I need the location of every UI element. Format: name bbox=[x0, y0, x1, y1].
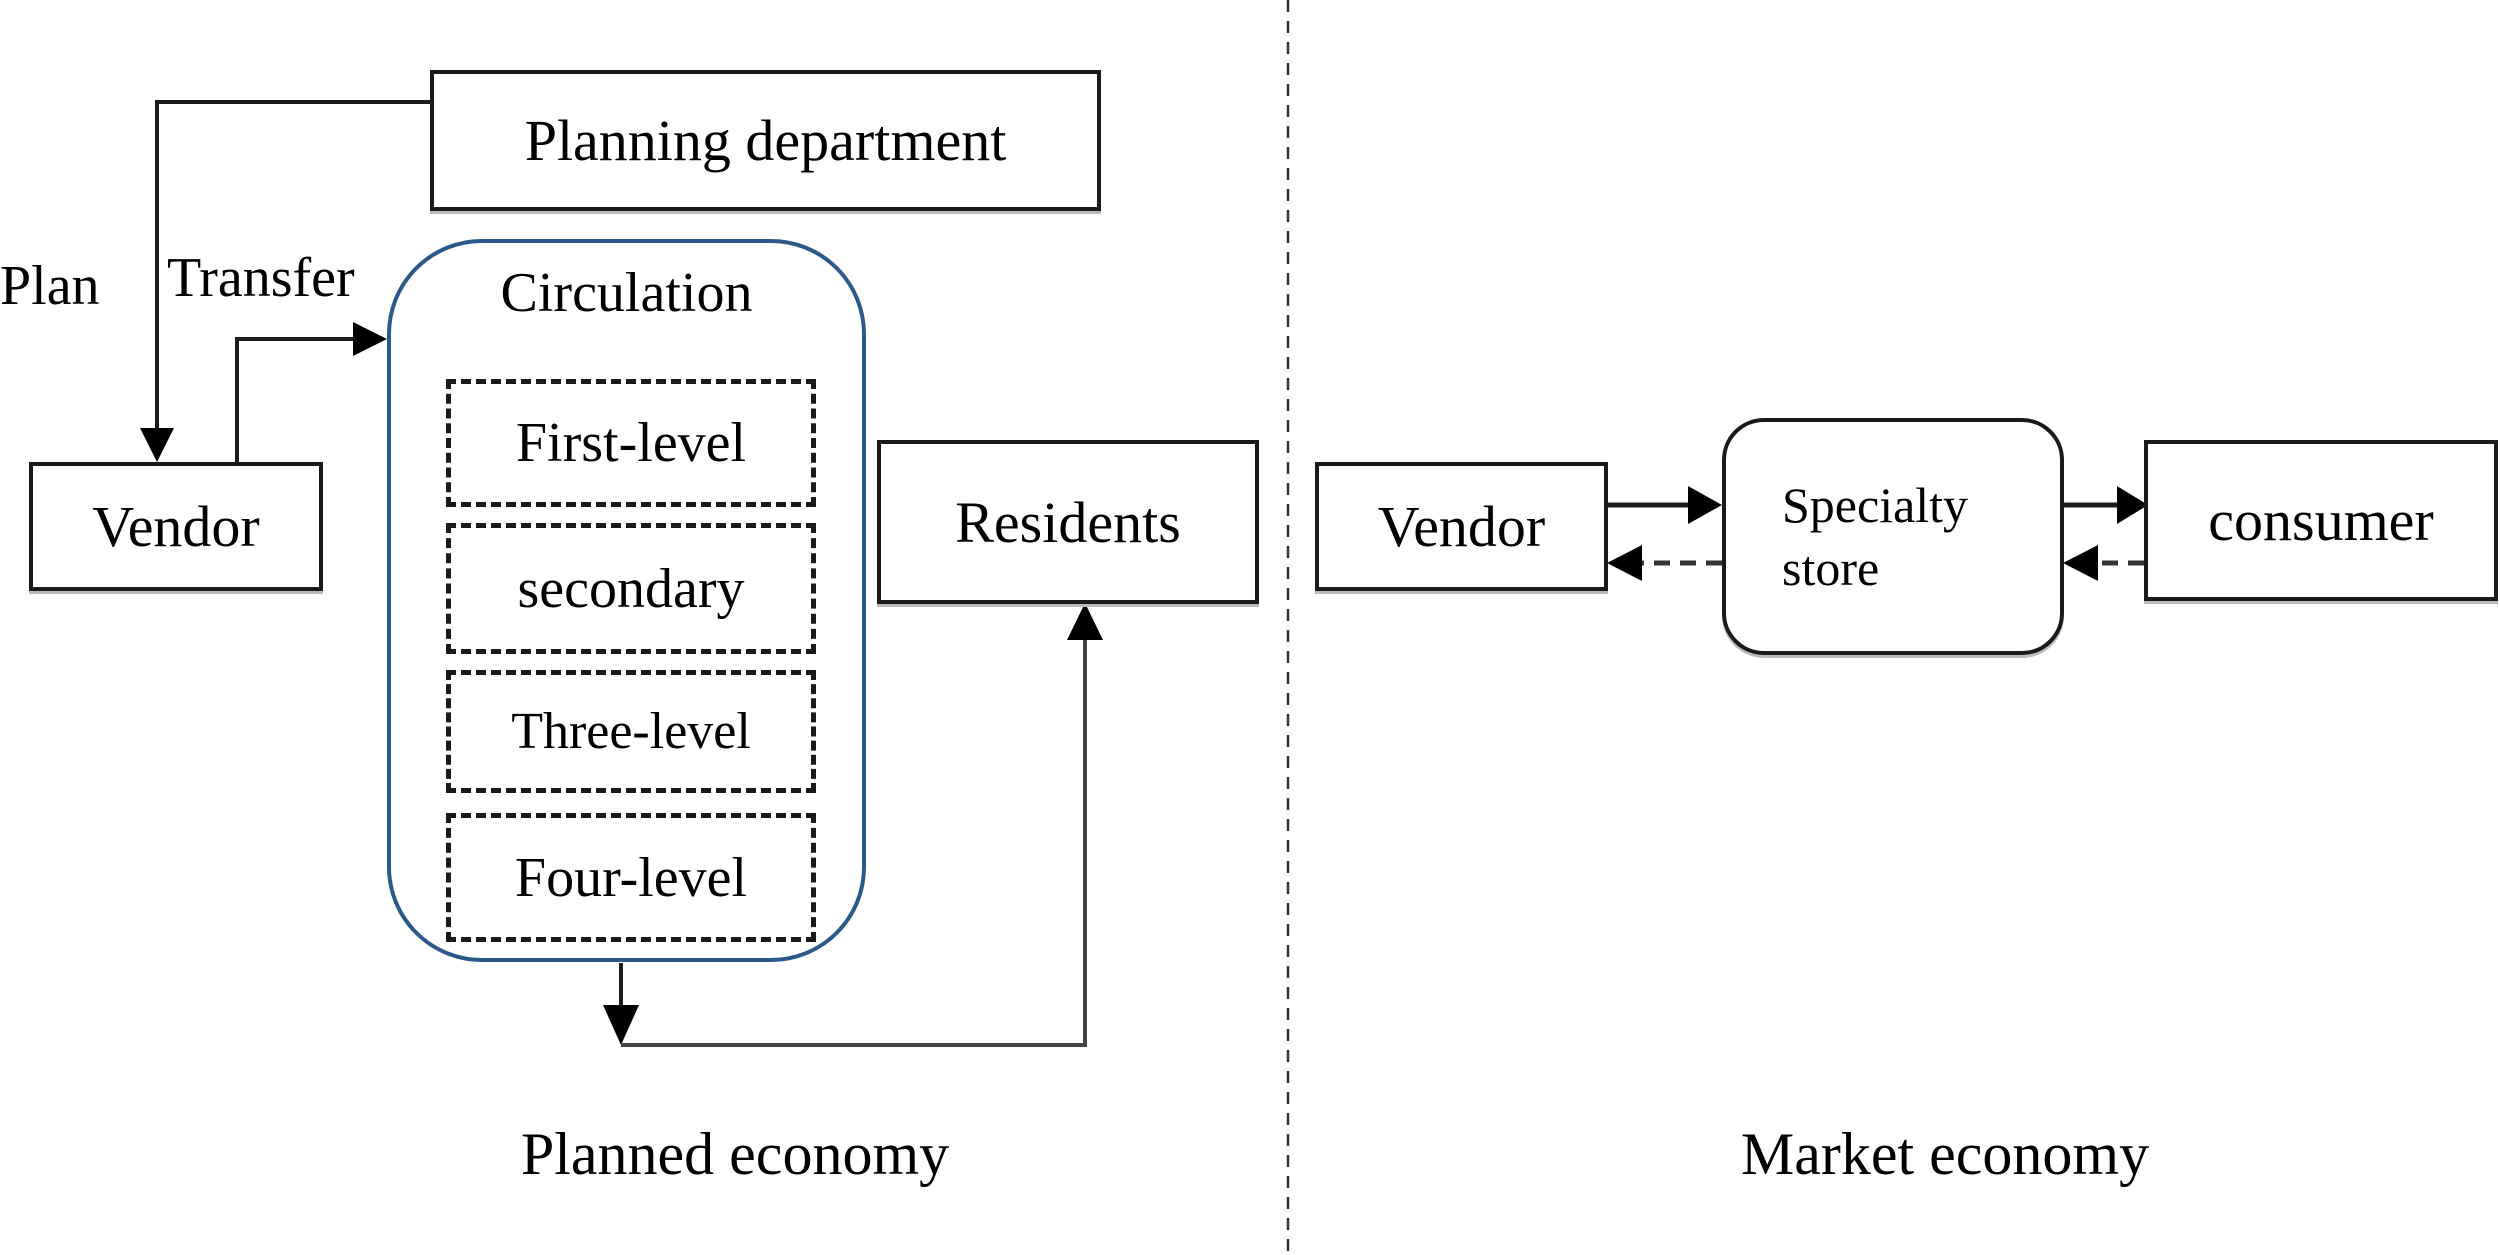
circulation-level-four: Four-level bbox=[446, 813, 816, 942]
store-to-vendor-arrowhead bbox=[1607, 545, 1642, 581]
vendor-box-planned: Vendor bbox=[29, 462, 323, 591]
circulation-title: Circulation bbox=[500, 262, 753, 324]
market-economy-caption: Market economy bbox=[1740, 1121, 2150, 1187]
plan-arrowhead bbox=[140, 428, 174, 462]
level-label: Four-level bbox=[514, 846, 748, 909]
transfer-label: Transfer bbox=[167, 247, 355, 309]
vendor-label-market: Vendor bbox=[1377, 494, 1546, 559]
circulation-down-arrowhead bbox=[603, 1005, 639, 1045]
circulation-level-first: First-level bbox=[446, 379, 816, 507]
transfer-arrowhead bbox=[353, 322, 387, 356]
specialty-store-box: Specialty store bbox=[1722, 418, 2064, 655]
consumer-box: consumer bbox=[2144, 440, 2498, 601]
circulation-level-secondary: secondary bbox=[446, 523, 816, 654]
circulation-container: Circulation bbox=[387, 239, 866, 962]
residents-box: Residents bbox=[877, 440, 1259, 604]
specialty-store-label: Specialty store bbox=[1782, 477, 1969, 596]
planned-economy-caption: Planned economy bbox=[520, 1121, 950, 1187]
consumer-to-store-arrowhead bbox=[2063, 545, 2098, 581]
vendor-label-planned: Vendor bbox=[92, 494, 260, 559]
circulation-level-three: Three-level bbox=[446, 670, 816, 793]
level-label: First-level bbox=[515, 412, 747, 474]
level-label: secondary bbox=[517, 557, 745, 620]
planning-department-label: Planning department bbox=[524, 108, 1007, 173]
plan-label: Plan bbox=[0, 255, 100, 317]
plan-arrow bbox=[155, 100, 430, 430]
residents-up-arrowhead bbox=[1067, 603, 1103, 640]
residents-label: Residents bbox=[955, 489, 1181, 555]
store-to-consumer-arrowhead bbox=[2117, 486, 2148, 524]
level-label: Three-level bbox=[511, 703, 751, 760]
vendor-box-market: Vendor bbox=[1315, 462, 1608, 591]
transfer-arrow bbox=[235, 337, 355, 462]
vendor-to-store-arrowhead bbox=[1688, 486, 1722, 524]
residents-feed-line bbox=[621, 635, 1087, 1047]
planning-department-box: Planning department bbox=[430, 70, 1101, 211]
consumer-label: consumer bbox=[2208, 488, 2434, 553]
